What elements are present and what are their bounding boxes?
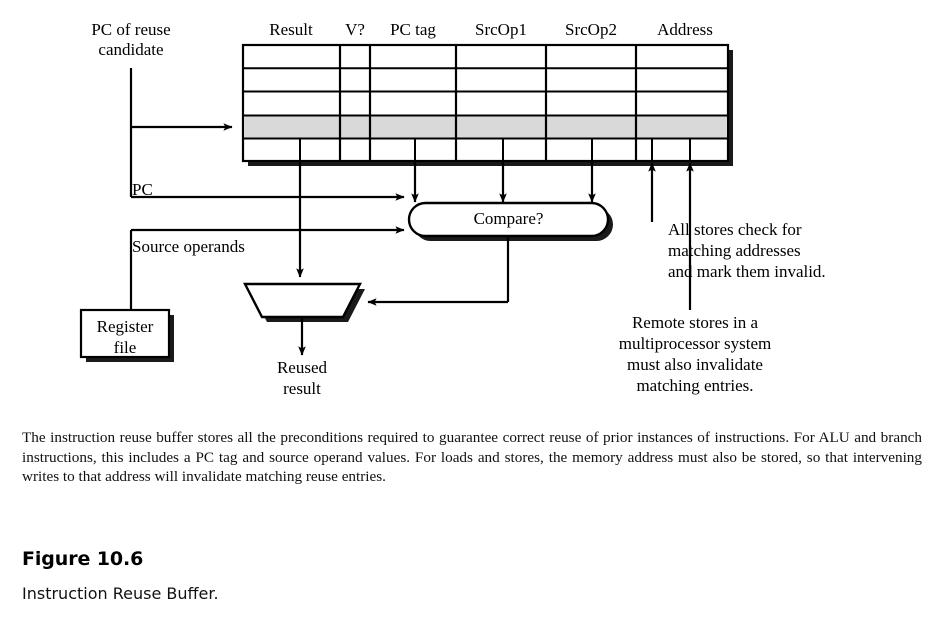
figure-title: Instruction Reuse Buffer. [22, 584, 219, 603]
figure-caption-paragraph: The instruction reuse buffer stores all … [22, 429, 922, 485]
label-register-file: Register file [96, 317, 154, 357]
figure-number: Figure 10.6 [22, 548, 144, 570]
label-source-operands: Source operands [132, 237, 245, 256]
column-header-address: Address [657, 20, 713, 39]
source-operands-wire [129, 226, 405, 310]
instruction-reuse-buffer-diagram: Result V? PC tag SrcOp1 SrcOp2 Address P… [79, 20, 826, 398]
compare-box [407, 201, 613, 241]
annotation-all-stores: All stores check for matching addresses … [668, 220, 826, 281]
diagram-vector-layer [79, 43, 733, 362]
compare-output-wire [367, 236, 510, 306]
column-header-result: Result [269, 20, 313, 39]
register-file-box [79, 308, 174, 362]
column-header-pc-tag: PC tag [390, 20, 436, 39]
annotation-remote-stores: Remote stores in a multiprocessor system… [618, 313, 772, 395]
label-reused-result: Reused result [276, 358, 328, 398]
table-row-highlighted [244, 116, 727, 139]
multiplexer [243, 282, 365, 322]
reuse-buffer-table [241, 43, 730, 163]
column-header-srcop1: SrcOp1 [475, 20, 527, 39]
label-pc: PC [132, 180, 153, 199]
label-pc-of-reuse-candidate: PC of reuse candidate [91, 20, 171, 59]
label-compare: Compare? [473, 209, 544, 228]
compare-input-arrows [411, 161, 596, 203]
column-header-srcop2: SrcOp2 [565, 20, 617, 39]
pc-reuse-candidate-wire [129, 68, 233, 131]
column-header-valid: V? [345, 20, 365, 39]
pc-wire [129, 127, 405, 201]
store-check-arrows [648, 162, 694, 200]
